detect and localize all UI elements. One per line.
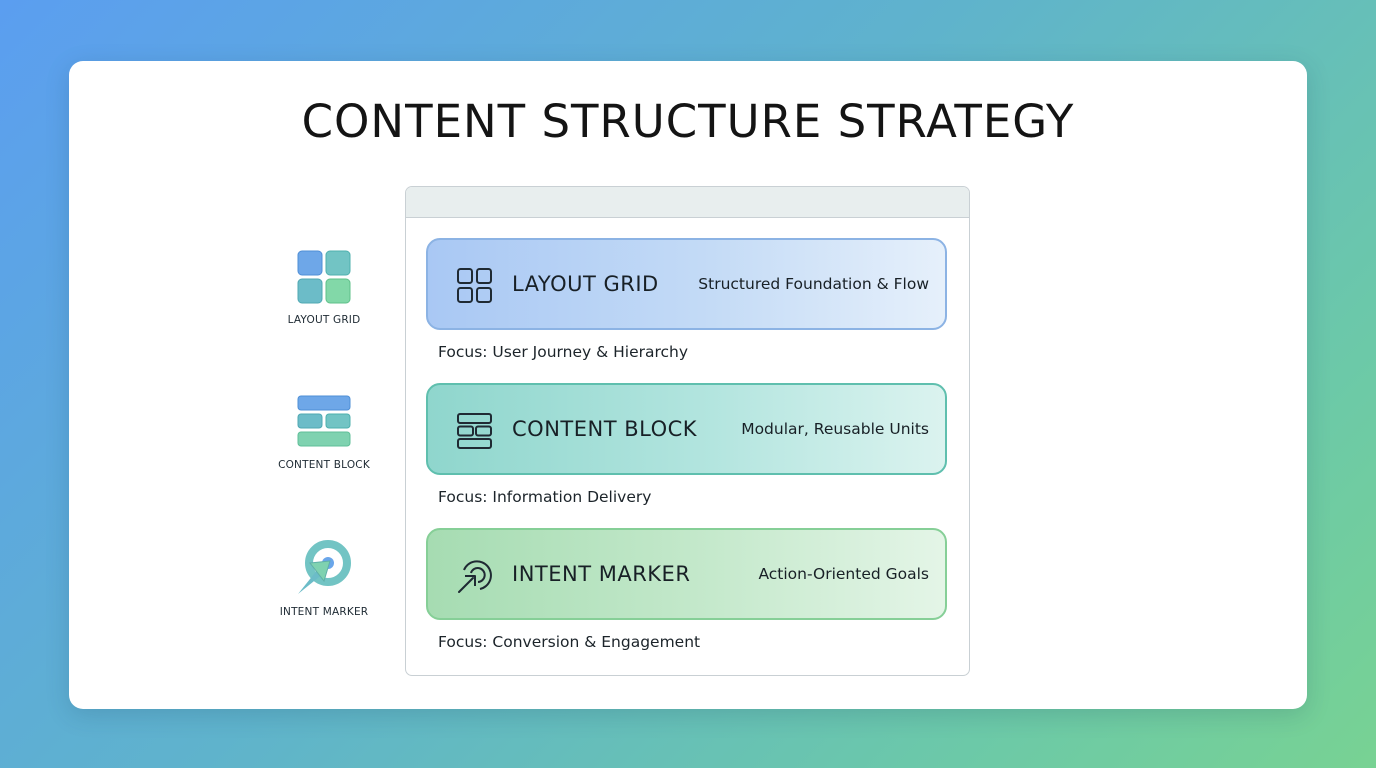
row-description: Action-Oriented Goals [758,565,929,583]
legend-label: INTENT MARKER [279,606,369,618]
row-focus: Focus: User Journey & Hierarchy [438,343,689,361]
row-intent-marker[interactable]: INTENT MARKER Action-Oriented Goals [426,528,947,620]
row-name: INTENT MARKER [512,562,691,586]
row-name: LAYOUT GRID [512,272,659,296]
row-description: Modular, Reusable Units [741,420,929,438]
row-layout-grid[interactable]: LAYOUT GRID Structured Foundation & Flow [426,238,947,330]
intent-marker-icon [259,539,389,602]
structure-frame: LAYOUT GRID Structured Foundation & Flow… [405,186,970,676]
grid-icon [456,267,494,305]
legend-item-layout-grid: LAYOUT GRID [259,249,389,326]
content-block-icon [259,394,389,455]
layout-grid-icon [259,249,389,310]
frame-header-bar [406,187,969,218]
legend-label: LAYOUT GRID [287,314,361,326]
block-icon [456,412,494,450]
page-title: CONTENT STRUCTURE STRATEGY [301,95,1075,148]
legend-item-intent-marker: INTENT MARKER [259,539,389,618]
row-description: Structured Foundation & Flow [698,275,929,293]
row-content-block[interactable]: CONTENT BLOCK Modular, Reusable Units [426,383,947,475]
row-focus: Focus: Information Delivery [438,488,652,506]
row-name: CONTENT BLOCK [512,417,698,441]
target-icon [456,557,494,595]
legend-item-content-block: CONTENT BLOCK [259,394,389,471]
row-focus: Focus: Conversion & Engagement [438,633,701,651]
content-card: CONTENT STRUCTURE STRATEGY LAYOUT GRID [69,61,1307,709]
legend-label: CONTENT BLOCK [278,459,370,471]
